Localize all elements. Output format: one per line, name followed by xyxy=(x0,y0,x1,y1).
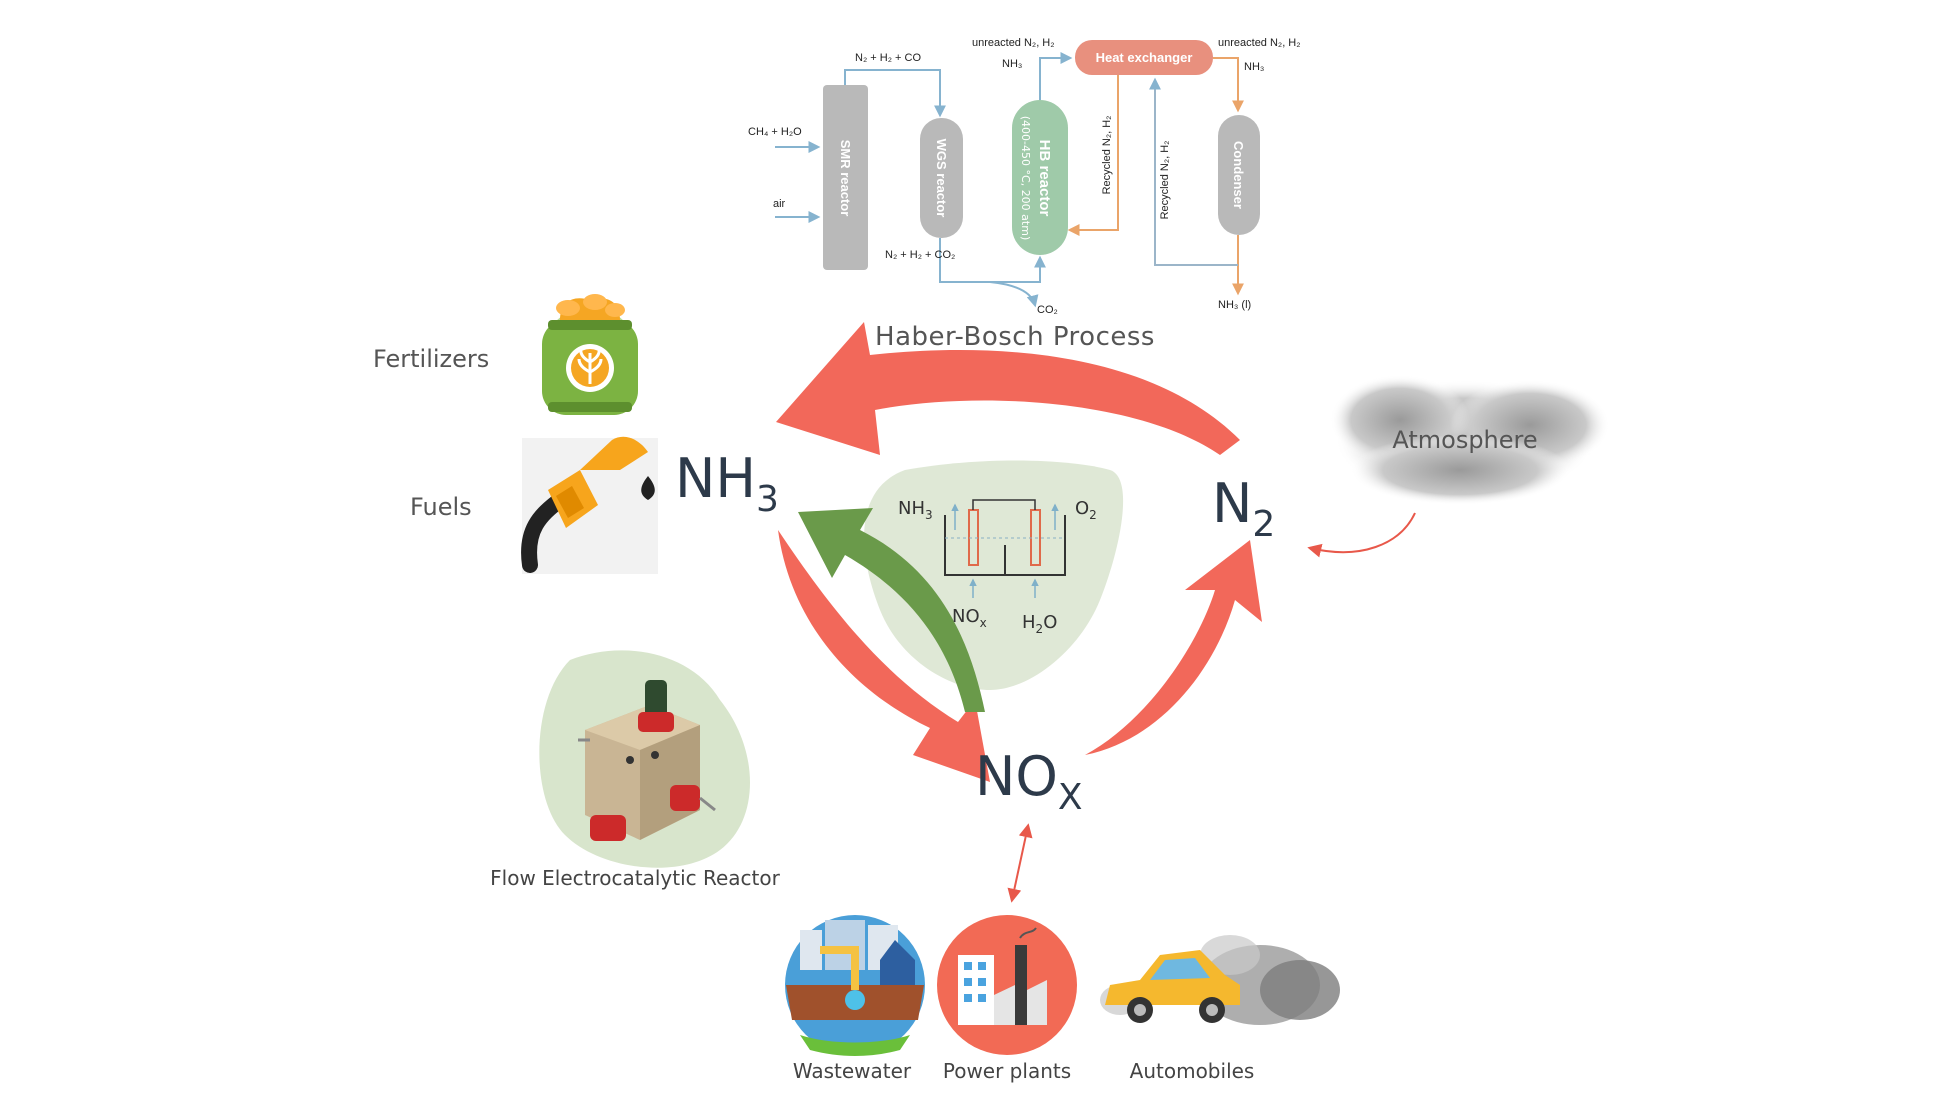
flow-reactor-photo xyxy=(539,650,750,868)
haber-bosch-flowsheet: CH₄ + H₂O air SMR reactor N₂ + H₂ + CO W… xyxy=(748,37,1301,352)
cell-h2o-label: H2O xyxy=(1022,612,1057,636)
flow-reactor-caption: Flow Electrocatalytic Reactor xyxy=(490,866,780,890)
nh3-node-label: NH3 xyxy=(675,447,779,520)
automobile-icon xyxy=(1100,935,1340,1025)
arrow-atmosphere-to-n2 xyxy=(1307,512,1416,558)
arrow-sources-to-nox xyxy=(1007,823,1033,903)
hb-reactor-label: HB reactor xyxy=(1036,140,1053,217)
power-plants-label: Power plants xyxy=(943,1059,1071,1083)
stream-co2 xyxy=(989,281,1039,308)
fertilizer-bag-icon xyxy=(542,294,638,415)
hb-reactor xyxy=(1012,100,1068,255)
stream-hb-to-hx xyxy=(1039,52,1073,100)
cell-o2-label: O2 xyxy=(1075,498,1097,522)
recycled-label-2: Recycled N₂, H₂ xyxy=(1159,141,1171,220)
smr-reactor xyxy=(823,85,868,270)
condenser-label: Condenser xyxy=(1231,141,1246,209)
stream-recycle-to-hb xyxy=(1067,75,1119,236)
nox-node-label: NOX xyxy=(975,745,1083,818)
heat-exchanger xyxy=(1075,40,1213,75)
nh3-label-2: NH₃ xyxy=(1244,61,1264,73)
smr-reactor-label: SMR reactor xyxy=(838,140,853,217)
arrow-nox-to-n2 xyxy=(1085,540,1262,755)
stream-wgs-out-label: N₂ + H₂ + CO₂ xyxy=(885,249,955,261)
feed-air-label: air xyxy=(773,198,786,210)
wastewater-icon xyxy=(785,915,925,1056)
heat-exchanger-label: Heat exchanger xyxy=(1096,50,1193,65)
stream-co2-label: CO₂ xyxy=(1037,304,1058,316)
cell-nox-label: NOx xyxy=(952,606,987,630)
power-plant-icon xyxy=(937,915,1077,1055)
electrochemical-cell: NH3 O2 NOx H2O xyxy=(898,498,1097,636)
arrow-nox-to-nh3-green xyxy=(798,508,985,712)
stream-hx-to-condenser xyxy=(1213,57,1244,113)
feed-ch4-label: CH₄ + H₂O xyxy=(748,126,802,138)
stream-recycle-to-hx xyxy=(1149,77,1238,266)
unreacted-label-1: unreacted N₂, H₂ xyxy=(972,37,1055,49)
unreacted-label-2: unreacted N₂, H₂ xyxy=(1218,37,1301,49)
condenser xyxy=(1218,115,1260,235)
cell-nh3-label: NH3 xyxy=(898,498,933,522)
n2-node-label: N2 xyxy=(1212,472,1275,545)
product-label: NH₃ (l) xyxy=(1218,299,1251,311)
nh3-label-1: NH₃ xyxy=(1002,58,1022,70)
stream-smr-out-label: N₂ + H₂ + CO xyxy=(855,52,921,64)
atmosphere-cloud-icon xyxy=(1330,375,1610,505)
fuel-nozzle-icon xyxy=(521,436,658,574)
atmosphere-label: Atmosphere xyxy=(1392,426,1537,454)
fuels-label: Fuels xyxy=(410,493,472,521)
fertilizers-label: Fertilizers xyxy=(373,345,489,373)
recycled-label-1: Recycled N₂, H₂ xyxy=(1101,116,1113,195)
automobiles-label: Automobiles xyxy=(1130,1059,1255,1083)
wgs-reactor-label: WGS reactor xyxy=(934,139,949,218)
arrow-n2-to-nh3 xyxy=(776,322,1240,455)
hb-reactor-conditions: (400-450 °C, 200 atm) xyxy=(1019,116,1032,240)
wgs-reactor xyxy=(920,118,963,238)
stream-smr-to-wgs xyxy=(844,69,946,118)
arrow-nh3-to-nox xyxy=(778,530,990,782)
haber-bosch-title: Haber-Bosch Process xyxy=(875,322,1155,352)
wastewater-label: Wastewater xyxy=(793,1059,912,1083)
